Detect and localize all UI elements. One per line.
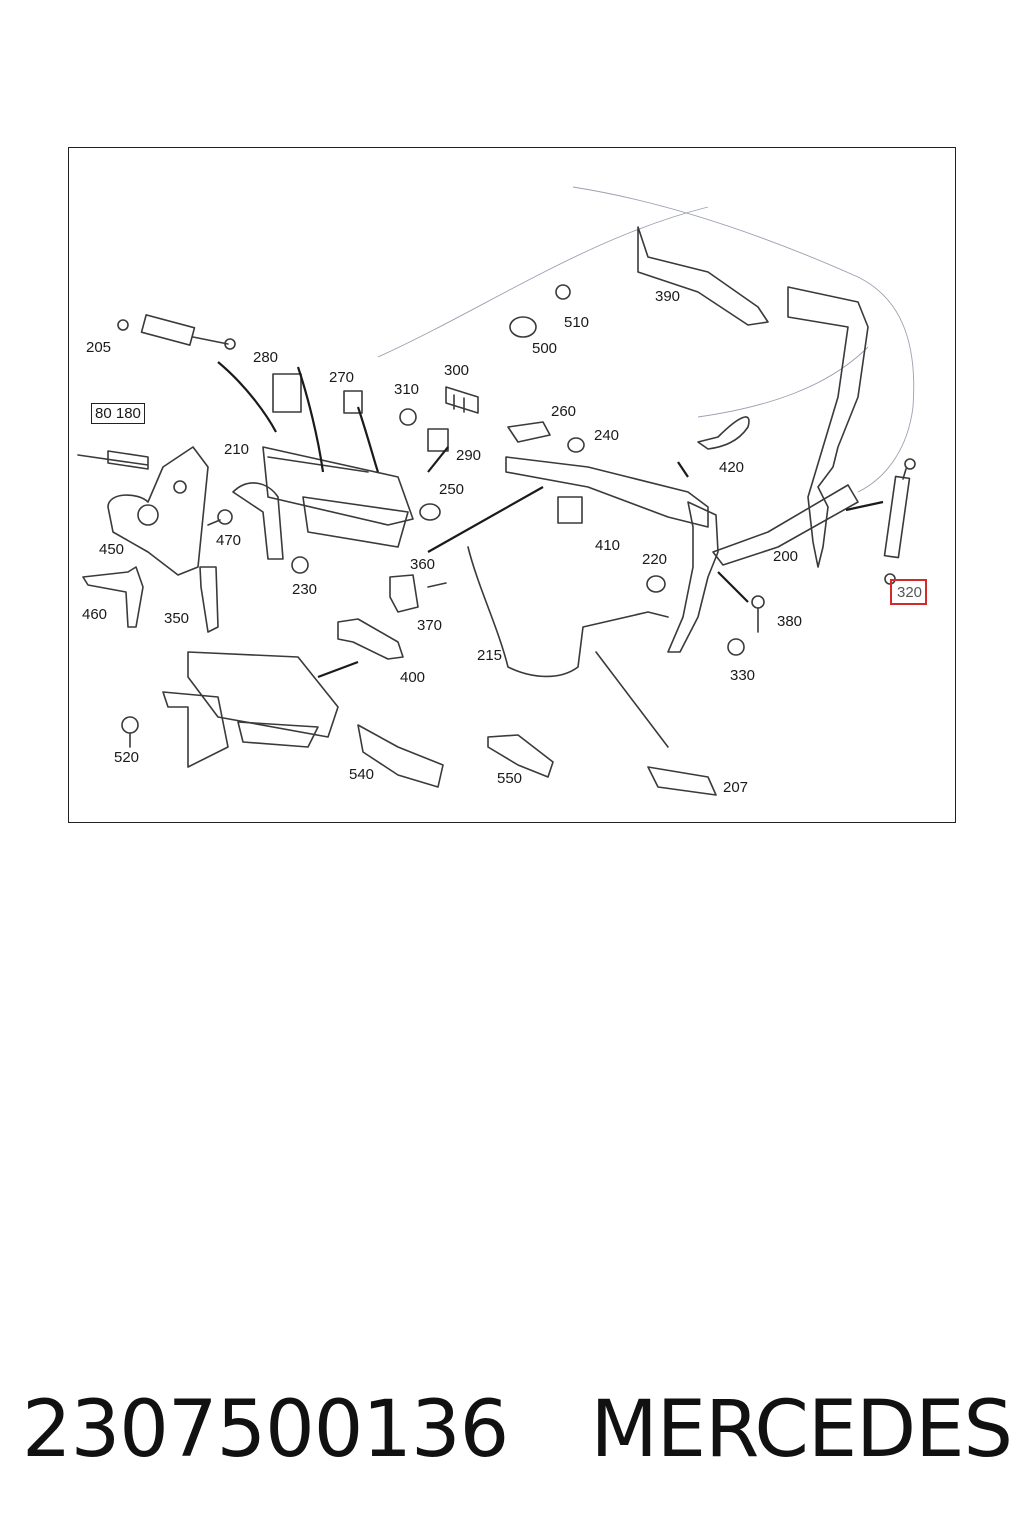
diagram-frame	[68, 147, 956, 823]
label-420[interactable]: 420	[719, 459, 745, 476]
part-500	[509, 316, 537, 338]
label-360[interactable]: 360	[410, 556, 436, 573]
label-410[interactable]: 410	[595, 537, 621, 554]
label-370[interactable]: 370	[417, 617, 443, 634]
label-510[interactable]: 510	[564, 314, 590, 331]
leader-arrows	[217, 361, 884, 679]
label-290[interactable]: 290	[456, 447, 482, 464]
part-80-180	[77, 450, 149, 470]
label-260[interactable]: 260	[551, 403, 577, 420]
part-300	[445, 386, 479, 414]
label-450[interactable]: 450	[99, 541, 125, 558]
part-220	[646, 575, 666, 593]
label-207[interactable]: 207	[723, 779, 749, 796]
part-210-hinge-linkage	[232, 446, 414, 560]
part-230	[291, 556, 309, 574]
body-outline	[572, 186, 915, 493]
part-number: 2307500136	[22, 1385, 509, 1475]
part-540	[357, 724, 444, 788]
part-320-gas-strut	[883, 458, 916, 585]
part-215	[467, 546, 669, 678]
part-380	[751, 595, 765, 609]
label-400[interactable]: 400	[400, 669, 426, 686]
part-350	[199, 566, 219, 633]
label-380[interactable]: 380	[777, 613, 803, 630]
part-280	[272, 373, 302, 413]
part-450-lock	[107, 446, 209, 576]
part-460	[82, 566, 144, 628]
part-207	[595, 651, 717, 796]
caption: 2307500136 MERCEDES	[22, 1375, 1013, 1485]
label-200[interactable]: 200	[773, 548, 799, 565]
label-230[interactable]: 230	[292, 581, 318, 598]
label-540[interactable]: 540	[349, 766, 375, 783]
label-330[interactable]: 330	[730, 667, 756, 684]
part-260	[507, 421, 551, 443]
part-410	[557, 496, 583, 524]
part-330	[727, 638, 745, 656]
part-520	[121, 716, 139, 734]
label-220[interactable]: 220	[642, 551, 668, 568]
label-280[interactable]: 280	[253, 349, 279, 366]
part-550	[487, 734, 554, 778]
part-420	[697, 416, 750, 450]
label-250[interactable]: 250	[439, 481, 465, 498]
part-290	[427, 428, 449, 452]
label-500[interactable]: 500	[532, 340, 558, 357]
label-320-highlighted[interactable]: 320	[890, 579, 928, 605]
part-390	[637, 226, 769, 326]
label-300[interactable]: 300	[444, 362, 470, 379]
part-310	[399, 408, 417, 426]
label-520[interactable]: 520	[114, 749, 140, 766]
label-470[interactable]: 470	[216, 532, 242, 549]
parts-drawing	[77, 186, 916, 796]
label-240[interactable]: 240	[594, 427, 620, 444]
part-250	[419, 503, 441, 521]
label-390[interactable]: 390	[655, 288, 681, 305]
part-510	[555, 284, 571, 300]
part-370	[389, 574, 419, 613]
lower-linkage	[162, 651, 339, 768]
part-240	[567, 437, 585, 453]
label-210[interactable]: 210	[224, 441, 250, 458]
label-310[interactable]: 310	[394, 381, 420, 398]
part-470	[217, 509, 233, 525]
label-460[interactable]: 460	[82, 606, 108, 623]
part-205-gas-strut	[117, 314, 236, 350]
part-270	[343, 390, 363, 414]
part-400	[337, 618, 404, 660]
label-550[interactable]: 550	[497, 770, 523, 787]
brand-name: MERCEDES	[590, 1385, 1013, 1475]
label-80-180[interactable]: 80 180	[91, 403, 145, 424]
label-205[interactable]: 205	[86, 339, 112, 356]
label-270[interactable]: 270	[329, 369, 355, 386]
part-200-frame	[505, 286, 869, 653]
label-350[interactable]: 350	[164, 610, 190, 627]
label-215[interactable]: 215	[477, 647, 503, 664]
